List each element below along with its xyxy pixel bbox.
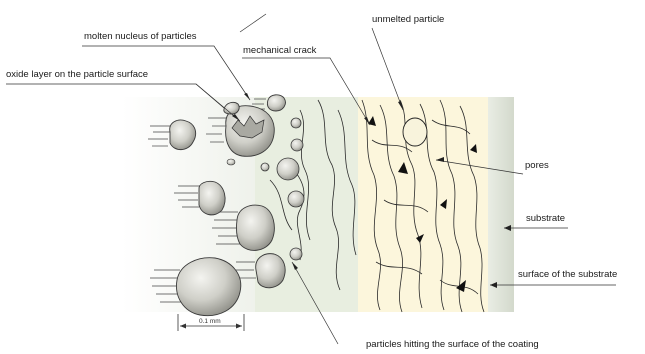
label-molten-nucleus: molten nucleus of particles (84, 31, 196, 42)
particle (291, 139, 303, 151)
particle (291, 118, 301, 128)
particle (290, 248, 302, 260)
label-particles-hitting: particles hitting the surface of the coa… (366, 339, 539, 350)
particle (277, 158, 299, 180)
particle (288, 191, 304, 207)
particle (256, 254, 285, 288)
label-scale: 0.1 mm (199, 316, 221, 327)
particle (236, 205, 274, 250)
label-substrate: substrate (526, 213, 565, 224)
particle (199, 181, 225, 214)
label-substrate-surface: surface of the substrate (518, 269, 617, 280)
label-unmelted-particle: unmelted particle (372, 14, 444, 25)
substrate-block (488, 97, 514, 312)
unmelted-particle-shape (403, 118, 427, 146)
label-oxide-layer: oxide layer on the particle surface (6, 69, 148, 80)
particle (267, 95, 285, 111)
particle (176, 258, 240, 316)
label-pores: pores (525, 160, 549, 171)
particle (261, 163, 269, 171)
label-mechanical-crack: mechanical crack (243, 45, 316, 56)
